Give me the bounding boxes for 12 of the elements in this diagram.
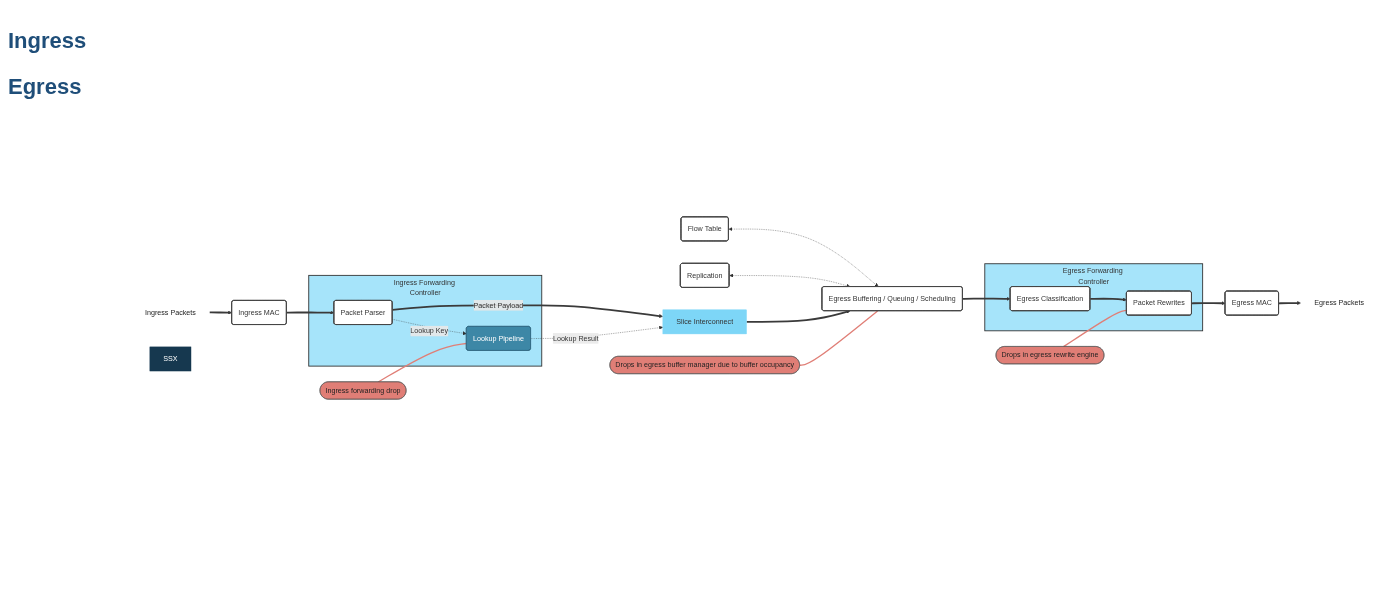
arrow [285, 310, 335, 315]
section-heading: Ingress [8, 28, 88, 54]
arrow [1190, 301, 1226, 306]
connector [377, 342, 468, 383]
connector [1062, 309, 1128, 348]
arrow [208, 310, 233, 315]
arrow [1277, 301, 1302, 306]
arrow [961, 296, 1011, 301]
arrow [1089, 297, 1127, 302]
connector [799, 310, 879, 366]
arrow [745, 309, 851, 323]
section-heading: Egress [8, 74, 83, 100]
